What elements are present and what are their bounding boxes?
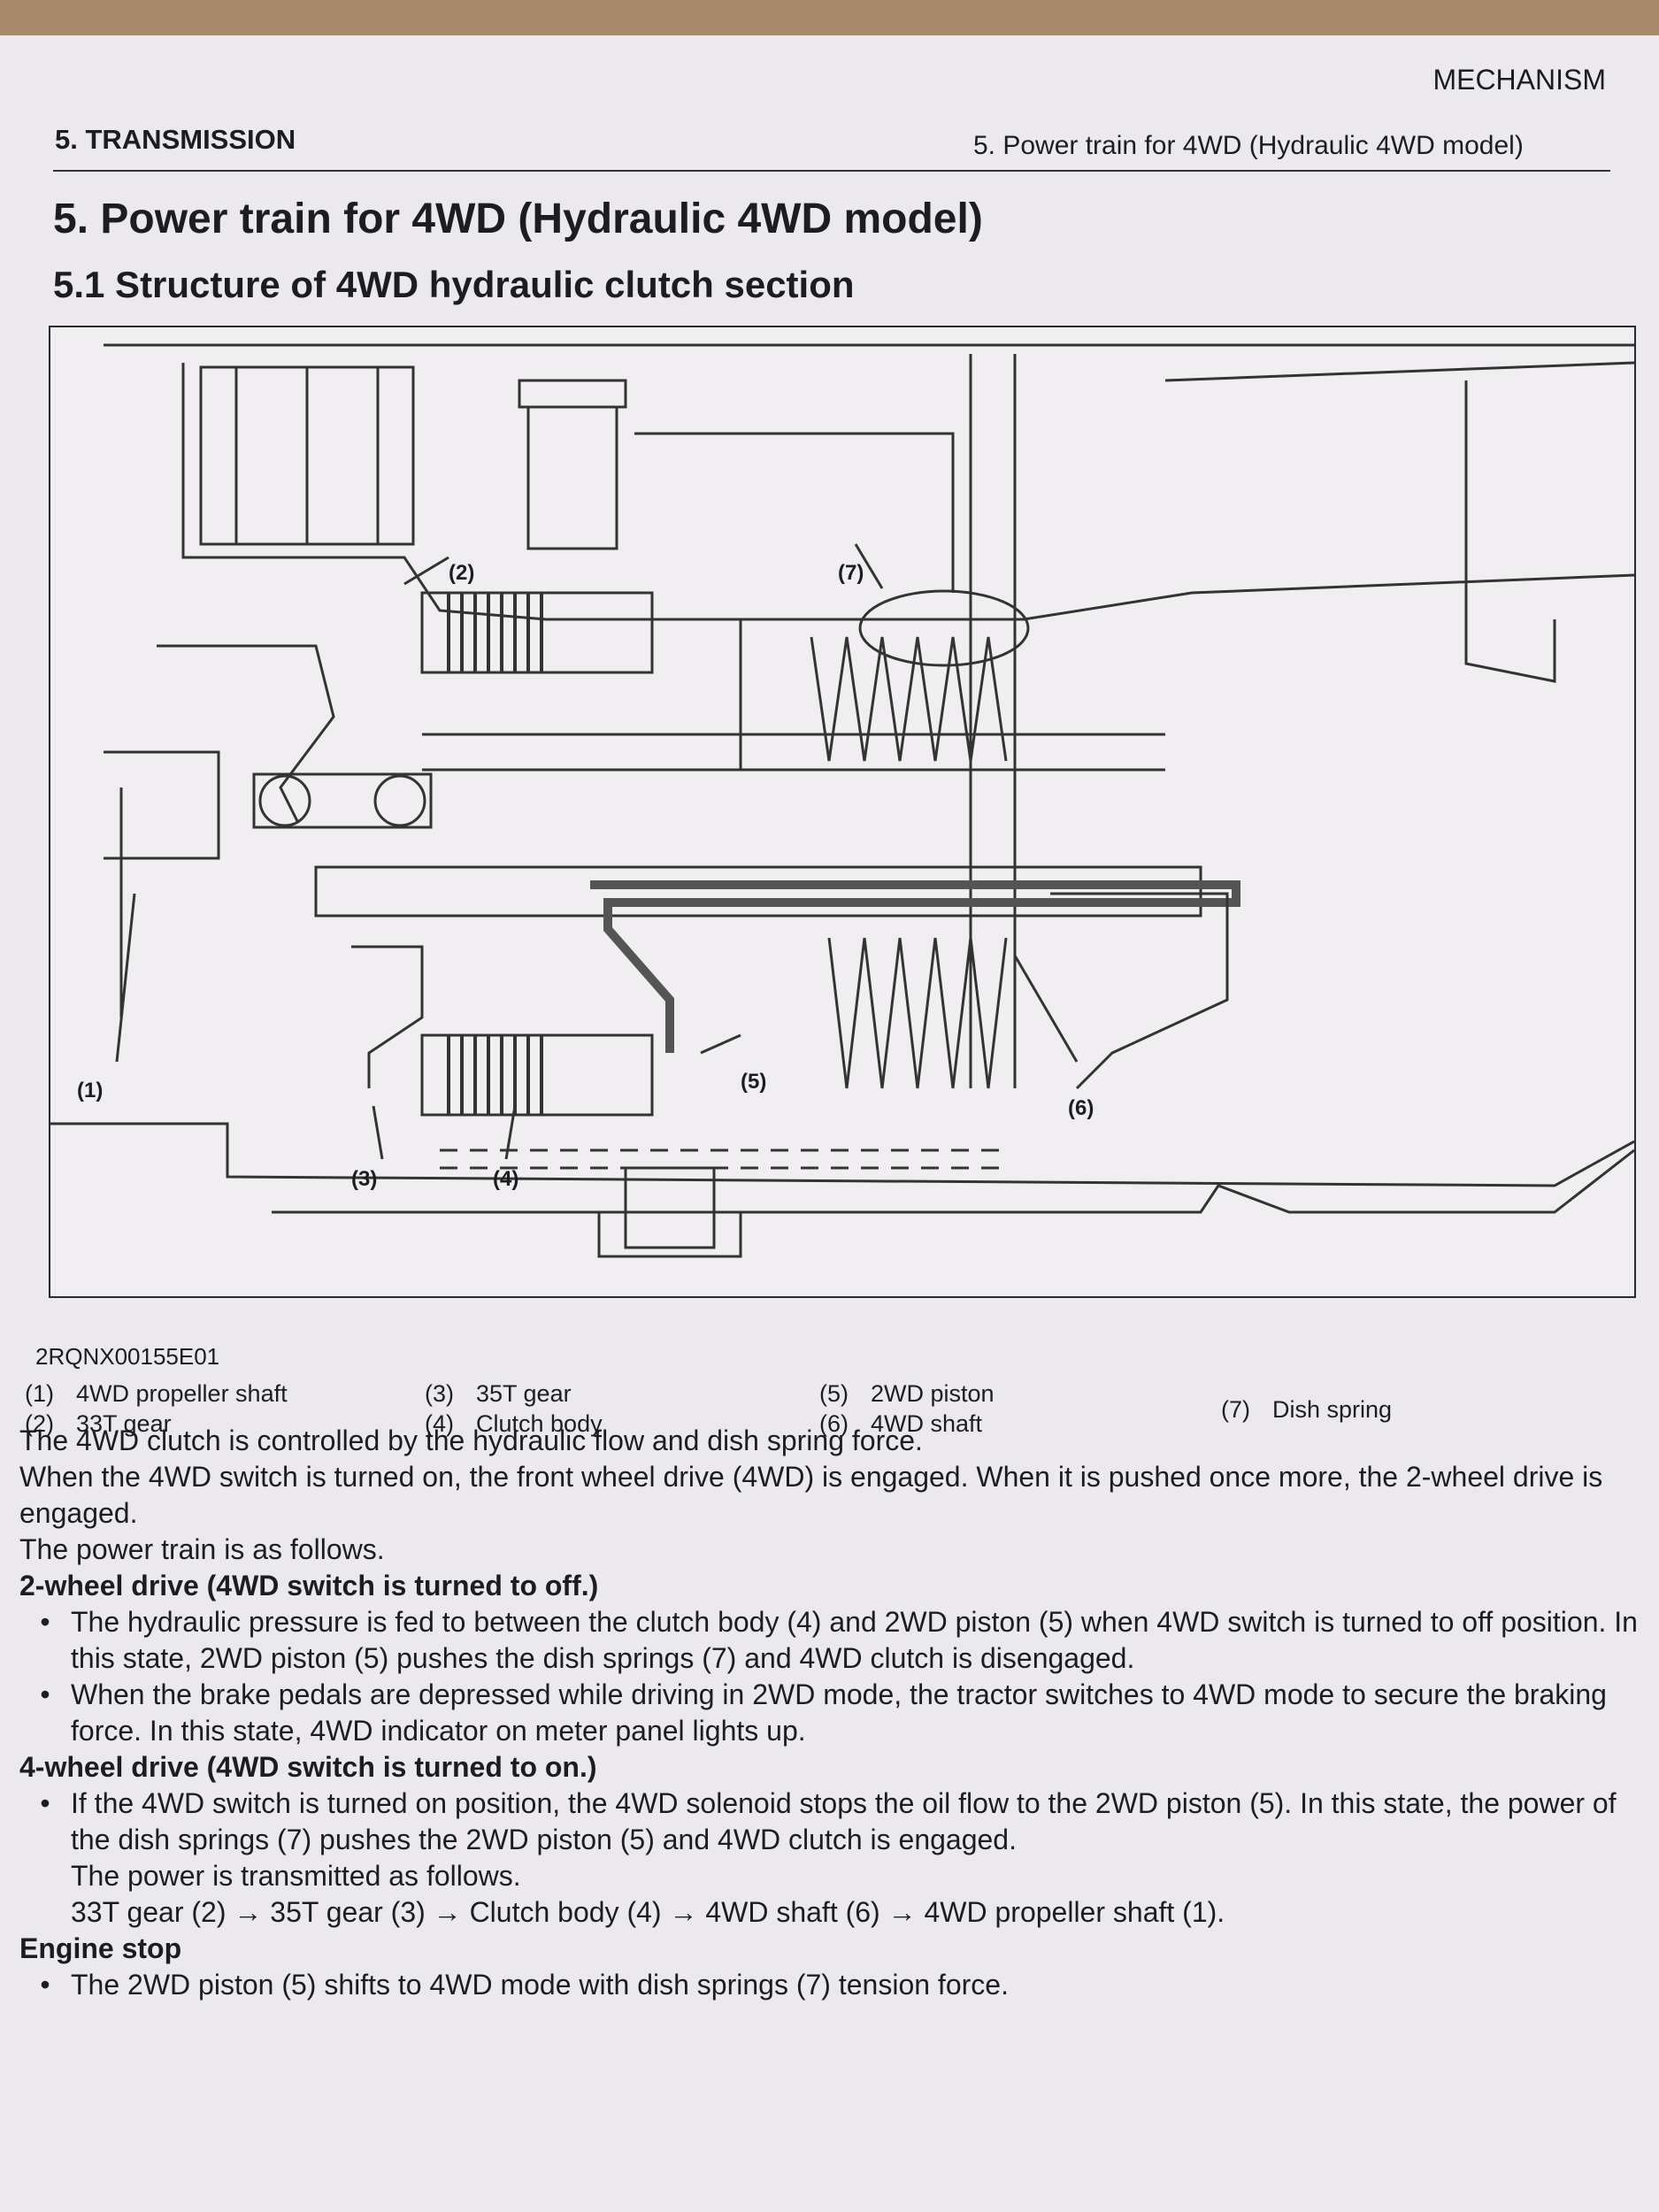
header-rule <box>53 170 1610 172</box>
legend-item: (3)35T gear <box>425 1380 572 1407</box>
legend-item: (1)4WD propeller shaft <box>25 1380 288 1407</box>
power-flow-path: 33T gear (2) → 35T gear (3) → Clutch bod… <box>71 1896 1225 1928</box>
legend-item: (7)Dish spring <box>1221 1396 1393 1423</box>
bullet-icon: • <box>40 1787 50 1819</box>
section-heading-engine-stop: Engine stop <box>19 1932 182 1964</box>
clutch-cross-section-figure: (1) (2) (3) (4) (5) (6) (7) <box>49 326 1636 1298</box>
callout-7: (7) <box>838 561 864 585</box>
list-item: •If the 4WD switch is turned on position… <box>19 1786 1639 1858</box>
section-heading-2wd: 2-wheel drive (4WD switch is turned to o… <box>19 1570 599 1601</box>
legend-column-1: (1)4WD propeller shaft (2)33T gear <box>25 1379 288 1439</box>
legend-item: (2)33T gear <box>25 1410 172 1437</box>
list-item: •When the brake pedals are depressed whi… <box>19 1677 1639 1749</box>
legend-column-2: (3)35T gear (4)Clutch body <box>425 1379 603 1439</box>
callout-3: (3) <box>351 1167 377 1191</box>
bullet-icon: • <box>40 1678 50 1710</box>
list-item: •The 2WD piston (5) shifts to 4WD mode w… <box>19 1967 1639 2003</box>
page-title: 5. Power train for 4WD (Hydraulic 4WD mo… <box>53 196 983 242</box>
legend-column-4: (7)Dish spring <box>1221 1394 1392 1425</box>
manual-page: 5. TRANSMISSION MECHANISM 5. Power train… <box>0 35 1659 2212</box>
power-flow-intro: The power is transmitted as follows. <box>71 1860 521 1892</box>
intro-line: When the 4WD switch is turned on, the fr… <box>19 1461 1603 1529</box>
section-header: MECHANISM <box>1432 64 1606 96</box>
callout-4: (4) <box>493 1167 518 1191</box>
figure-id: 2RQNX00155E01 <box>35 1343 220 1370</box>
intro-line: The 4WD clutch is controlled by the hydr… <box>19 1425 923 1456</box>
list-item: •The hydraulic pressure is fed to betwee… <box>19 1604 1639 1677</box>
running-header: 5. Power train for 4WD (Hydraulic 4WD mo… <box>973 131 1524 160</box>
bullet-icon: • <box>40 1606 50 1638</box>
page-subtitle: 5.1 Structure of 4WD hydraulic clutch se… <box>53 264 855 305</box>
legend-item: (6)4WD shaft <box>819 1410 983 1437</box>
body-text: The 4WD clutch is controlled by the hydr… <box>19 1423 1639 2003</box>
clutch-drawing: (1) (2) (3) (4) (5) (6) (7) <box>50 343 1634 1258</box>
legend-column-3: (5)2WD piston (6)4WD shaft <box>819 1379 995 1439</box>
callout-2: (2) <box>449 561 474 585</box>
legend-item: (5)2WD piston <box>819 1380 995 1407</box>
callout-1: (1) <box>77 1079 103 1102</box>
bullet-icon: • <box>40 1969 50 2001</box>
callout-5: (5) <box>741 1070 766 1094</box>
intro-line: The power train is as follows. <box>19 1533 385 1565</box>
callout-6: (6) <box>1068 1096 1094 1120</box>
legend-item: (4)Clutch body <box>425 1410 603 1437</box>
section-heading-4wd: 4-wheel drive (4WD switch is turned to o… <box>19 1751 597 1783</box>
chapter-header: 5. TRANSMISSION <box>55 124 296 155</box>
